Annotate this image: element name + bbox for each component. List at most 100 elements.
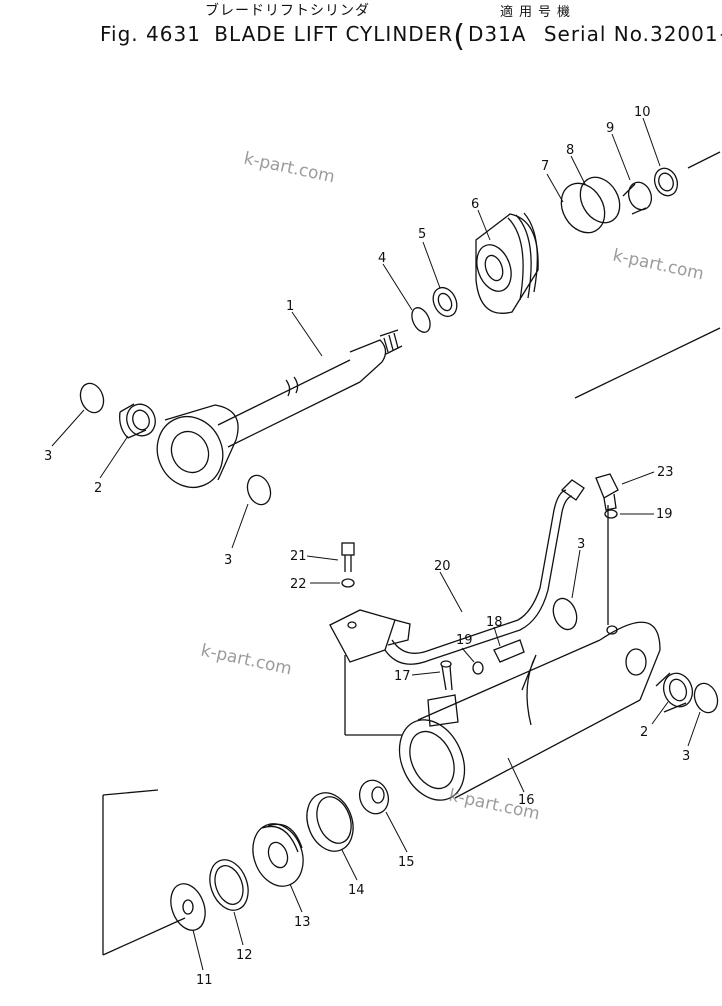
callout-23: 23 <box>657 465 674 480</box>
leader-line <box>570 155 586 185</box>
wear-ring <box>306 792 354 852</box>
retaining-ring <box>411 307 431 333</box>
leader-line <box>461 647 475 663</box>
elbow-fitting <box>595 473 619 511</box>
callout-8: 8 <box>566 143 574 158</box>
callout-17: 17 <box>394 669 411 684</box>
serial-number: Serial No.32001~ <box>543 22 722 46</box>
figure-title-text: BLADE LIFT CYLINDER <box>214 22 454 46</box>
leader-line <box>306 555 339 561</box>
title-japanese: ブレードリフトシリンダ <box>205 3 370 19</box>
callout-3: 3 <box>682 749 690 764</box>
callout-6: 6 <box>471 197 479 212</box>
leader-line <box>231 503 249 549</box>
leader-line <box>385 811 408 853</box>
leader-line <box>493 626 501 647</box>
leader-line <box>651 701 669 725</box>
callout-12: 12 <box>236 948 253 963</box>
leader-line <box>382 263 413 311</box>
snap-ring <box>552 597 578 631</box>
applicable-japanese: 適用号機 <box>500 5 577 20</box>
o-ring-small <box>604 509 618 519</box>
callout-1: 1 <box>286 299 294 314</box>
grease-fitting <box>440 660 453 691</box>
callout-16: 16 <box>518 793 535 808</box>
piston-nut <box>358 779 390 815</box>
leader-line <box>233 911 244 946</box>
piston-rod <box>156 329 403 488</box>
callout-14: 14 <box>348 883 365 898</box>
bushing-rod <box>432 286 458 318</box>
callout-21: 21 <box>290 549 307 564</box>
frame-line <box>102 917 186 956</box>
callout-2: 2 <box>640 725 648 740</box>
callout-13: 13 <box>294 915 311 930</box>
leader-line <box>291 311 323 357</box>
piston-seal-inner <box>214 865 244 905</box>
open-paren: ( <box>453 19 466 54</box>
leader-line <box>477 209 491 241</box>
dust-seal <box>653 167 679 197</box>
callout-20: 20 <box>434 559 451 574</box>
leader-line <box>422 241 441 289</box>
model-name: D31A <box>467 22 527 46</box>
hydraulic-tube <box>384 489 573 665</box>
callout-2: 2 <box>94 481 102 496</box>
tube-nut <box>560 479 585 501</box>
leader-line <box>571 549 581 599</box>
callout-9: 9 <box>606 121 614 136</box>
leader-line <box>99 435 129 479</box>
snap-ring <box>246 474 272 506</box>
callout-15: 15 <box>398 855 415 870</box>
leader-line <box>611 133 631 181</box>
leader-line <box>439 571 463 613</box>
leader-line <box>411 671 441 676</box>
o-ring-small <box>472 661 484 675</box>
frame-line <box>687 151 721 169</box>
callout-22: 22 <box>290 577 307 592</box>
callout-7: 7 <box>541 159 549 174</box>
callout-11: 11 <box>196 973 213 988</box>
piston-seal <box>209 859 249 911</box>
washer <box>170 883 206 931</box>
piston <box>252 823 304 887</box>
callout-5: 5 <box>418 227 426 242</box>
frame-line <box>574 327 721 399</box>
leader-line <box>621 471 655 485</box>
callout-19: 19 <box>656 507 673 522</box>
bushing <box>622 181 653 215</box>
callout-4: 4 <box>378 251 386 266</box>
leader-line <box>51 409 85 447</box>
cylinder-tube <box>398 621 661 801</box>
dust-seal-inner <box>658 172 674 192</box>
callout-10: 10 <box>634 105 651 120</box>
leader-line <box>546 173 564 203</box>
figure-number: Fig. 4631 <box>100 22 201 46</box>
leader-line <box>192 929 204 971</box>
callout-18: 18 <box>486 615 503 630</box>
washer-small <box>341 578 355 588</box>
snap-ring <box>79 382 105 414</box>
backup-ring <box>579 176 621 224</box>
block-fitting <box>329 609 411 663</box>
callout-19: 19 <box>456 633 473 648</box>
bushing-lower <box>655 672 694 713</box>
snap-ring <box>693 682 719 714</box>
bushing-upper <box>119 403 156 439</box>
leader-line <box>507 757 525 793</box>
cylinder-head <box>475 212 539 314</box>
leader-line <box>289 883 303 913</box>
frame-line <box>102 789 159 796</box>
grease-block <box>427 694 459 727</box>
leader-line <box>642 117 661 167</box>
washer-hole <box>182 899 194 915</box>
o-ring <box>560 182 606 234</box>
callout-3: 3 <box>44 449 52 464</box>
callout-3: 3 <box>577 537 585 552</box>
figure-title: Fig. 4631 BLADE LIFT CYLINDER(D31A Seria… <box>100 14 722 54</box>
callout-3: 3 <box>224 553 232 568</box>
leader-line <box>687 711 701 747</box>
bolt <box>341 542 355 572</box>
